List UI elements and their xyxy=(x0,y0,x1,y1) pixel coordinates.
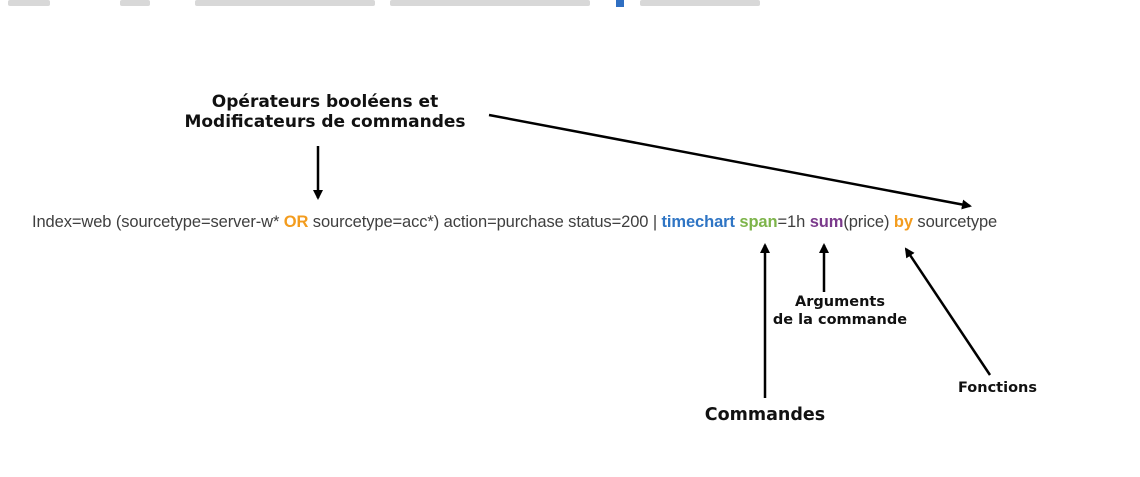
search-query: Index=web (sourcetype=server-w* OR sourc… xyxy=(32,213,997,232)
sum-function: sum xyxy=(809,213,844,231)
boolean-operators-modifiers-label: Opérateurs booléens et Modificateurs de … xyxy=(150,92,500,133)
commands-label: Commandes xyxy=(704,405,826,425)
cropped-header-strip xyxy=(0,0,1140,8)
arguments-label-line2: de la commande xyxy=(772,311,908,328)
arguments-label-line1: Arguments xyxy=(795,294,885,310)
functions-label: Fonctions xyxy=(957,380,1037,396)
timechart-command: timechart xyxy=(661,213,735,231)
sum-function-arg: (price) xyxy=(843,213,894,231)
command-arguments-label: Arguments de la commande xyxy=(760,294,920,329)
arrow-to-by xyxy=(488,113,972,210)
span-argument: span xyxy=(739,213,778,231)
span-value: =1h xyxy=(777,213,810,231)
boolean-label-line2: Modificateurs de commandes xyxy=(184,112,466,133)
query-text-start: Index=web (sourcetype=server-w* xyxy=(32,213,284,231)
boolean-label-line1: Opérateurs booléens et xyxy=(211,92,439,112)
query-text-middle: sourcetype=acc*) action=purchase status=… xyxy=(308,213,662,231)
or-operator: OR xyxy=(283,213,309,231)
by-modifier: by xyxy=(893,213,913,231)
query-text-end: sourcetype xyxy=(912,213,998,231)
arrow-to-sum xyxy=(904,247,992,376)
